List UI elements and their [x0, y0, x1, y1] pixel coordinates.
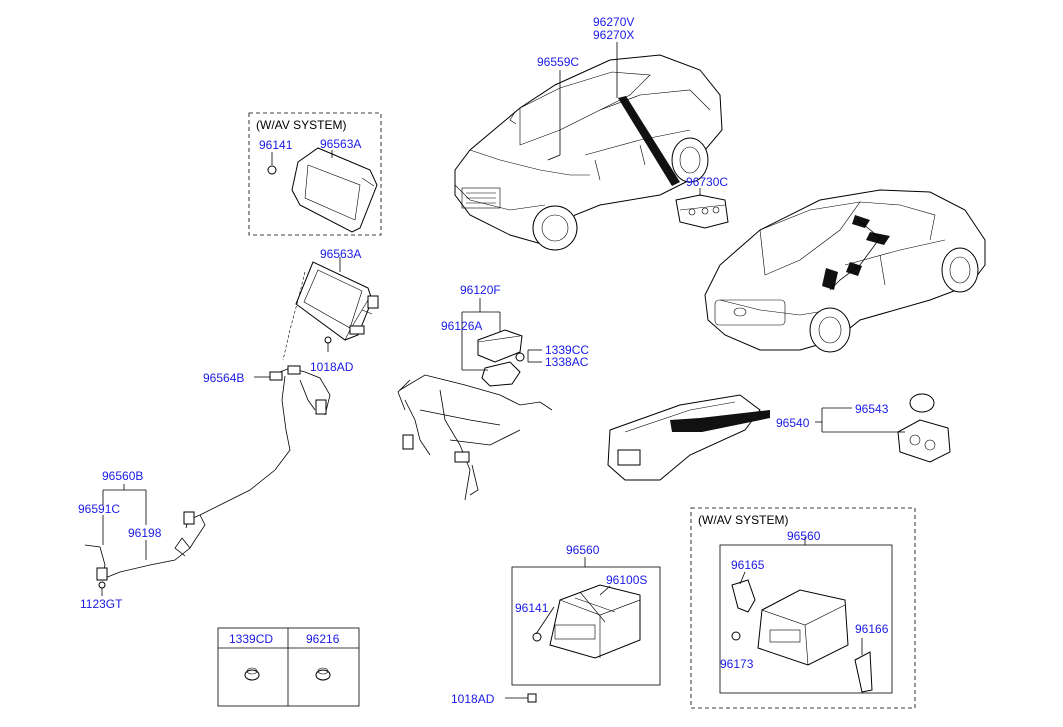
label-1018AD-top: 1018AD — [310, 360, 354, 374]
headunit-96560 — [532, 584, 641, 659]
label-1018AD-bottom: 1018AD — [451, 692, 495, 706]
car-front-illustration — [454, 54, 723, 251]
label-96564B: 96564B — [203, 371, 244, 385]
table-header-1339CD: 1339CD — [229, 632, 273, 646]
monitor-96563A — [295, 261, 379, 341]
monitor-96563A-wav — [267, 147, 378, 233]
label-1338AC: 1338AC — [545, 355, 589, 369]
label-96560-mid: 96560 — [566, 543, 600, 557]
label-96198: 96198 — [128, 526, 162, 540]
wiring-harness — [84, 365, 331, 589]
label-96126A: 96126A — [441, 319, 482, 333]
label-96270X: 96270X — [593, 28, 634, 42]
screw-1018AD-bottom — [505, 693, 537, 703]
label-96563A-top: 96563A — [320, 137, 361, 151]
wav-system-header-bottom: (W/AV SYSTEM) — [698, 513, 788, 527]
screw-1018AD-top — [324, 336, 332, 352]
label-96141-top: 96141 — [259, 138, 293, 152]
label-96100S: 96100S — [606, 573, 647, 587]
label-96166: 96166 — [855, 622, 889, 636]
label-96560-right: 96560 — [787, 529, 821, 543]
table-header-96216: 96216 — [306, 632, 340, 646]
label-96270V: 96270V — [593, 15, 634, 29]
label-96591C: 96591C — [78, 502, 120, 516]
car-rear-illustration — [704, 189, 986, 353]
center-console — [607, 394, 770, 481]
parts-table — [217, 627, 360, 707]
dashboard-frame — [397, 374, 553, 501]
wav-system-header-top: (W/AV SYSTEM) — [256, 118, 346, 132]
label-96540: 96540 — [776, 416, 810, 430]
label-96559C: 96559C — [537, 55, 579, 69]
label-96560B: 96560B — [102, 469, 143, 483]
bracket-96126A — [477, 329, 525, 387]
module-96730C — [675, 194, 729, 229]
label-96173: 96173 — [720, 657, 754, 671]
label-96165: 96165 — [731, 558, 765, 572]
label-96141-mid: 96141 — [515, 601, 549, 615]
controller-96540 — [897, 393, 951, 463]
headunit-96560-wav — [731, 579, 873, 693]
label-96563A: 96563A — [320, 247, 361, 261]
label-96120F: 96120F — [460, 283, 501, 297]
label-96730C: 96730C — [686, 175, 728, 189]
label-1123GT: 1123GT — [80, 597, 123, 611]
label-1339CC: 1339CC — [545, 343, 589, 357]
label-96543: 96543 — [855, 402, 889, 416]
